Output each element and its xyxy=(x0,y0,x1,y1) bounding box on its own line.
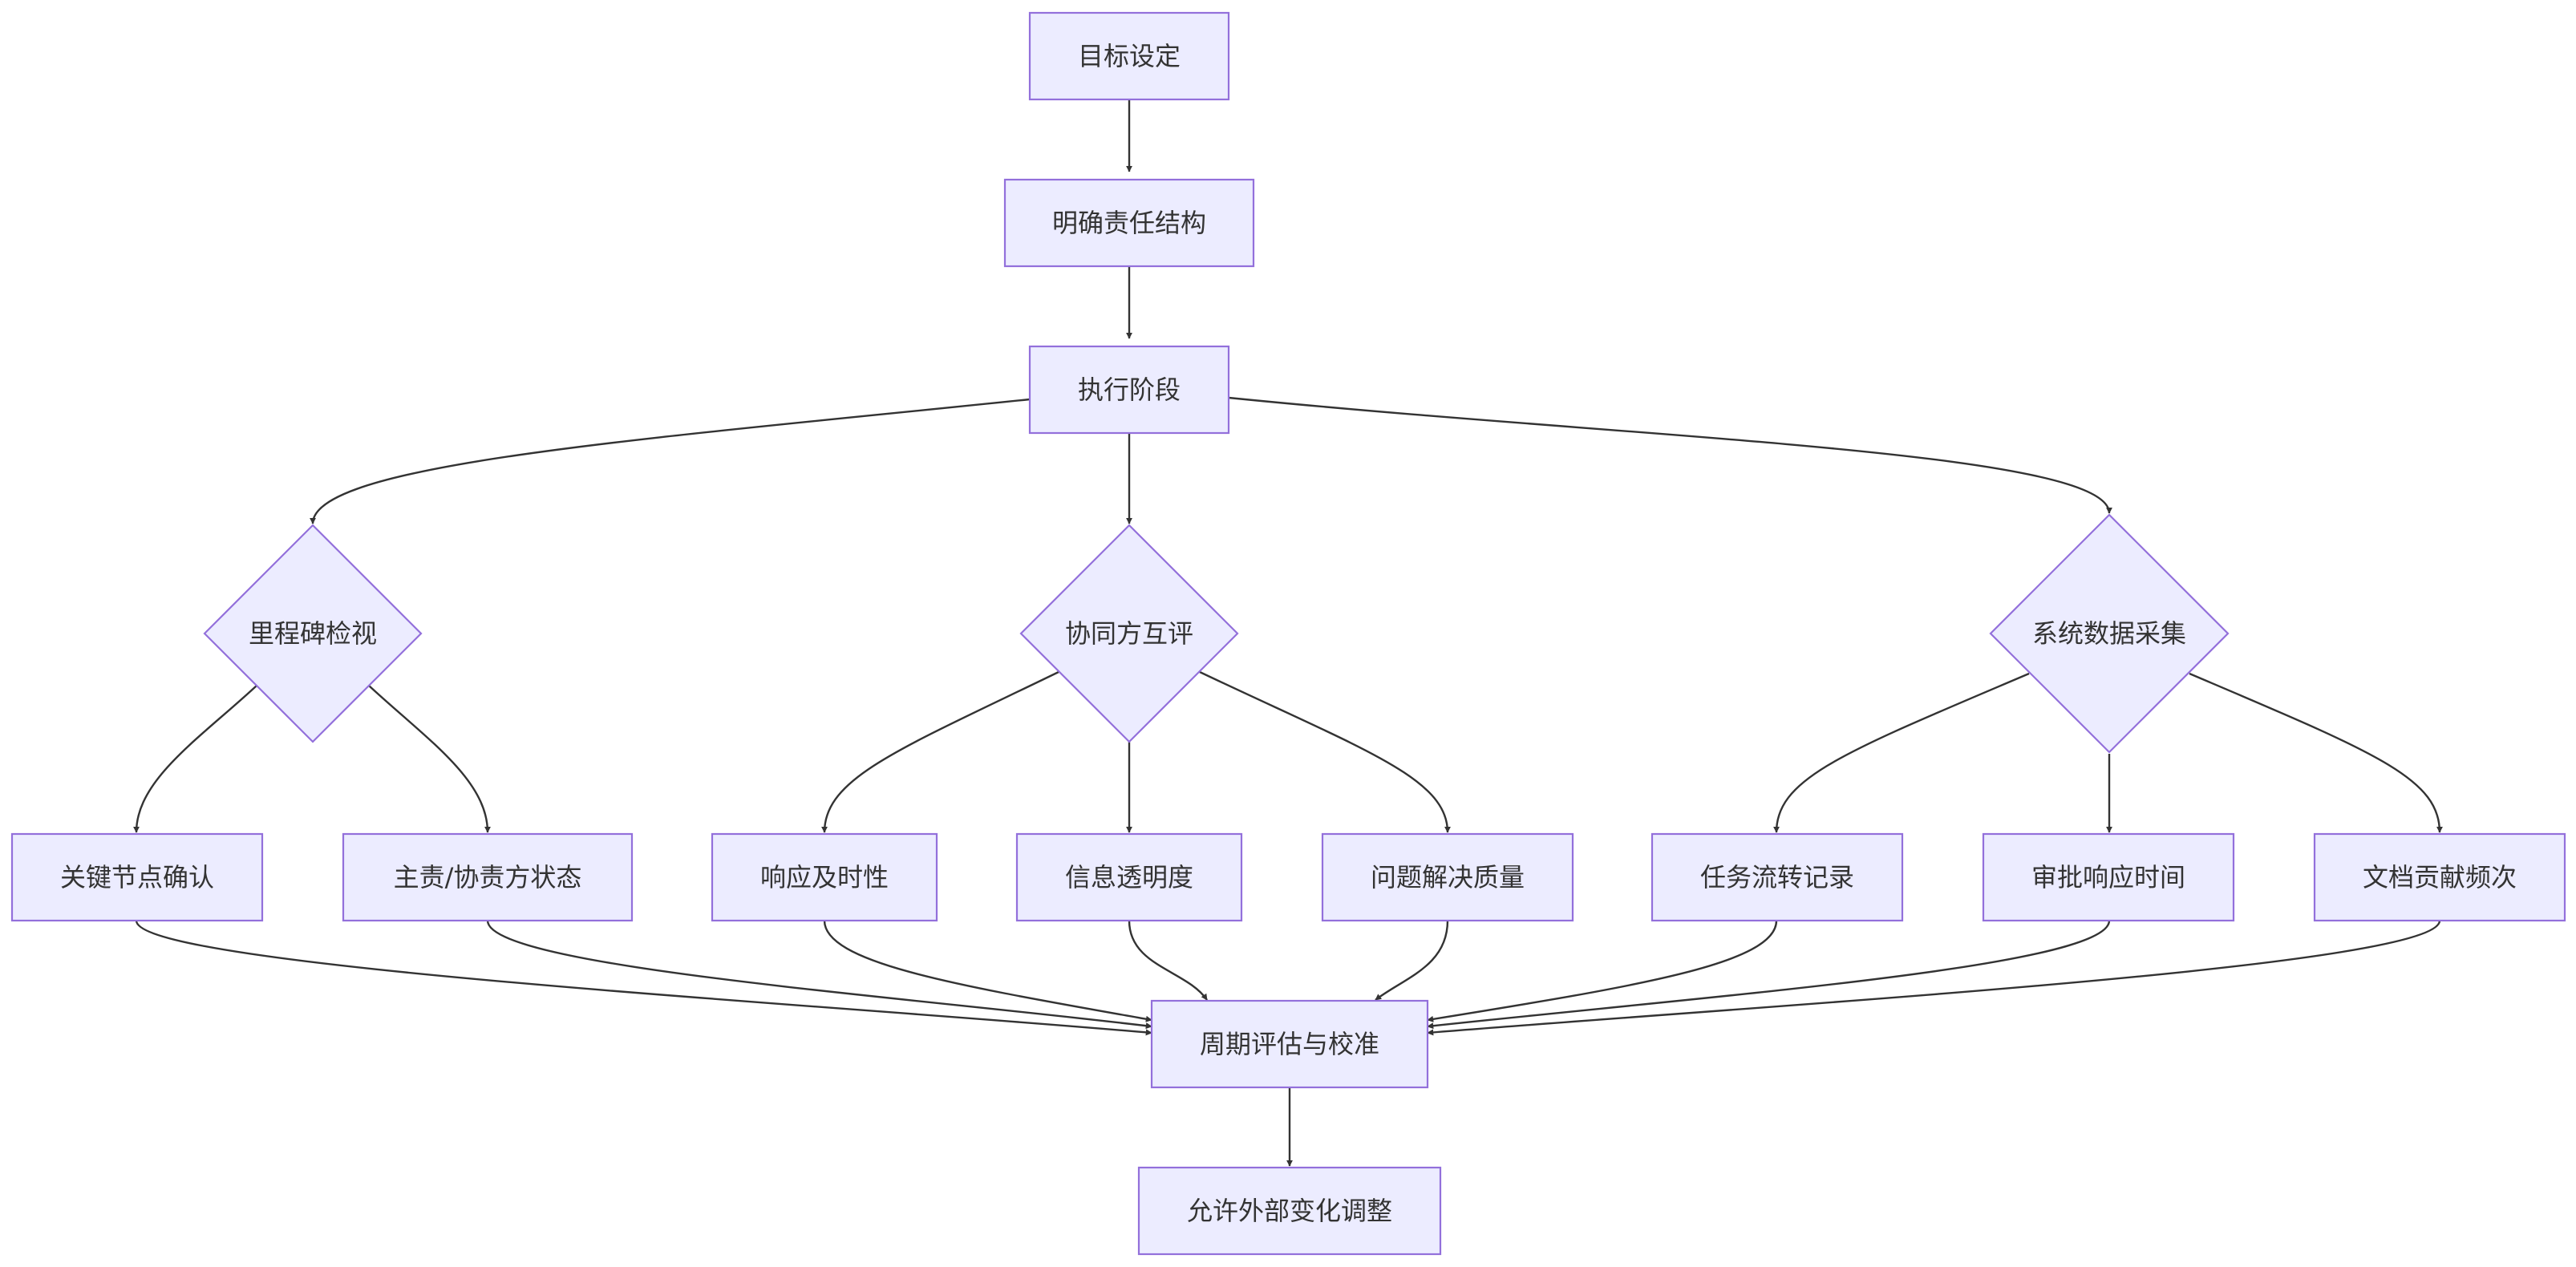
edge-data-collection-task-flow xyxy=(1773,672,2030,833)
node-key-node-label: 关键节点确认 xyxy=(60,862,214,893)
node-owner-status-label: 主责/协责方状态 xyxy=(394,862,582,893)
decision-milestone-label: 里程碑检视 xyxy=(249,618,377,649)
node-calibration-label: 周期评估与校准 xyxy=(1200,1029,1379,1059)
edge-resolution-calibration xyxy=(1375,920,1449,1001)
node-task-flow: 任务流转记录 xyxy=(1651,832,1904,922)
node-calibration: 周期评估与校准 xyxy=(1150,999,1429,1089)
edge-timeliness-calibration xyxy=(823,920,1152,1022)
edge-transparency-calibration xyxy=(1128,920,1208,1001)
node-task-flow-label: 任务流转记录 xyxy=(1700,862,1854,893)
decision-milestone: 里程碑检视 xyxy=(203,524,423,743)
node-timeliness-label: 响应及时性 xyxy=(760,862,889,893)
node-key-node: 关键节点确认 xyxy=(10,832,264,922)
edge-approval-time-calibration xyxy=(1427,920,2111,1030)
edge-data-collection-doc-frequency xyxy=(2189,672,2443,833)
decision-data-collection: 系统数据采集 xyxy=(1989,513,2230,754)
edge-task-flow-calibration xyxy=(1427,920,1778,1022)
node-execution: 执行阶段 xyxy=(1028,345,1230,435)
edge-owner-status-calibration xyxy=(486,920,1152,1030)
decision-data-collection-label: 系统数据采集 xyxy=(2032,618,2186,649)
node-approval-time-label: 审批响应时间 xyxy=(2031,862,2185,893)
node-adjustment-label: 允许外部变化调整 xyxy=(1187,1196,1392,1226)
edge-doc-frequency-calibration xyxy=(1427,920,2441,1036)
node-owner-status: 主责/协责方状态 xyxy=(342,832,634,922)
node-goal-label: 目标设定 xyxy=(1078,41,1181,71)
node-adjustment: 允许外部变化调整 xyxy=(1137,1166,1442,1256)
edge-milestone-owner-status xyxy=(368,685,491,833)
node-approval-time: 审批响应时间 xyxy=(1982,832,2235,922)
node-resolution: 问题解决质量 xyxy=(1321,832,1574,922)
node-responsibility-label: 明确责任结构 xyxy=(1052,208,1206,238)
edges xyxy=(133,99,2443,1167)
edge-peer-review-timeliness xyxy=(821,670,1059,833)
edge-execution-milestone xyxy=(310,398,1031,524)
node-responsibility: 明确责任结构 xyxy=(1003,178,1255,268)
node-resolution-label: 问题解决质量 xyxy=(1371,862,1525,893)
node-doc-frequency: 文档贡献频次 xyxy=(2313,832,2566,922)
decision-peer-review: 协同方互评 xyxy=(1019,524,1239,743)
node-timeliness: 响应及时性 xyxy=(711,832,938,922)
edge-milestone-key-node xyxy=(133,685,257,833)
node-goal: 目标设定 xyxy=(1028,11,1230,101)
edge-key-node-calibration xyxy=(135,920,1152,1036)
node-transparency: 信息透明度 xyxy=(1015,832,1243,922)
edge-peer-review-resolution xyxy=(1199,670,1451,833)
edge-execution-data-collection xyxy=(1228,396,2112,514)
decision-peer-review-label: 协同方互评 xyxy=(1065,618,1193,649)
node-execution-label: 执行阶段 xyxy=(1078,374,1181,405)
node-transparency-label: 信息透明度 xyxy=(1065,862,1193,893)
node-doc-frequency-label: 文档贡献频次 xyxy=(2363,862,2517,893)
